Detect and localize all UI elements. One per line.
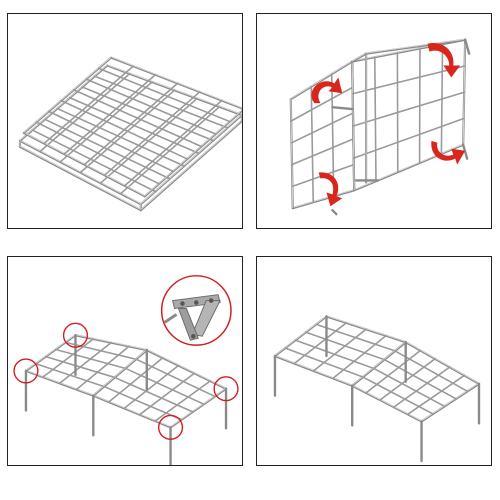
hinge-detail-inset <box>160 275 232 346</box>
joint-highlight-circle <box>62 322 89 348</box>
unfolding-bed-frame-icon <box>289 38 471 216</box>
rotate-arrow-icon <box>431 140 466 165</box>
joint-highlight-circle <box>13 358 39 384</box>
joint-highlight-circle <box>157 414 184 440</box>
assembled-bed-frame-icon <box>273 315 481 463</box>
folded-frame-panel <box>7 13 243 229</box>
rotate-arrow-icon <box>318 172 343 207</box>
rotate-arrow-icon <box>311 77 343 104</box>
folded-bed-frame-icon <box>18 56 242 212</box>
rotate-arrow-icon <box>427 42 461 78</box>
bed-frame-joints-highlighted-icon <box>13 275 239 465</box>
assembled-frame-panel <box>256 256 492 466</box>
unfold-frame-panel <box>256 13 492 229</box>
open-frame-highlights-panel <box>7 256 243 466</box>
joint-highlight-circle <box>213 376 239 402</box>
